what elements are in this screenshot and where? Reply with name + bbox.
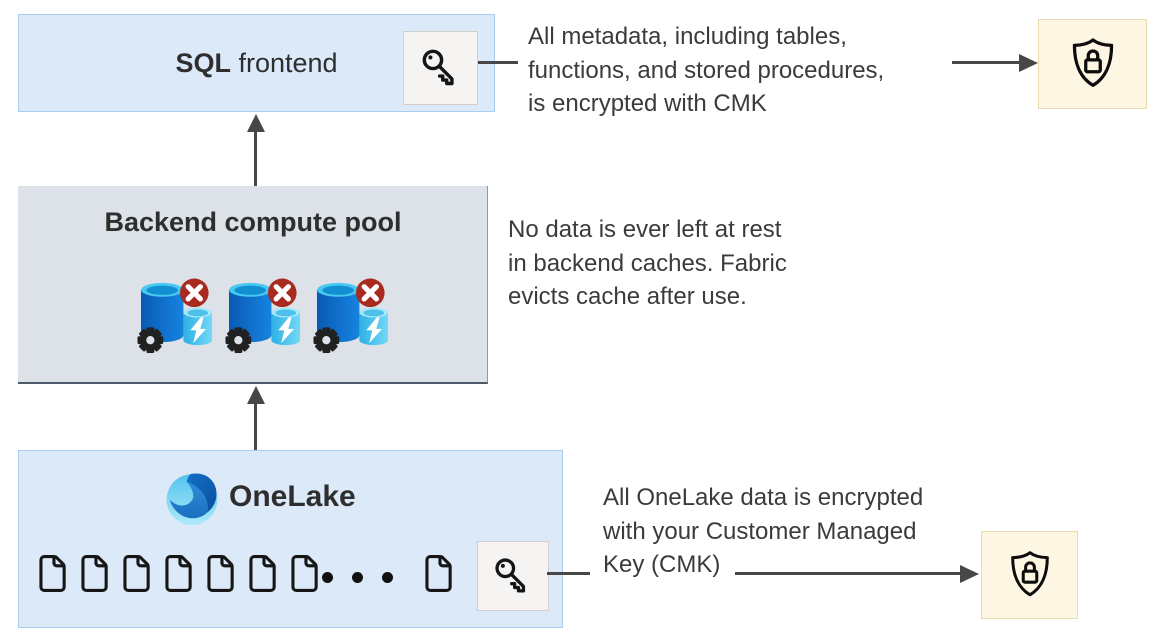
connector-line-sql [478, 61, 518, 64]
sql-frontend-title-strong: SQL [175, 47, 231, 78]
ellipsis-dot [382, 572, 393, 583]
compute-instances-row [136, 277, 395, 354]
onelake-title: OneLake [229, 480, 356, 513]
document-icon [290, 554, 319, 593]
annotation-line: is encrypted with CMK [528, 90, 767, 117]
document-icon [206, 554, 235, 593]
onelake-logo [166, 473, 218, 525]
key-icon [491, 554, 535, 598]
sql-frontend-title-rest: frontend [230, 47, 338, 78]
arrowhead-up-2 [247, 386, 265, 404]
metadata-cmk-annotation: All metadata, including tables, function… [528, 20, 884, 121]
onelake-documents-right [424, 554, 453, 593]
arrowhead-right-top [1019, 54, 1038, 72]
ellipsis-dot [352, 572, 363, 583]
arrowhead-right-bottom [960, 565, 979, 583]
connector-line-to-shield-bottom [735, 572, 961, 575]
shield-lock-icon [1003, 548, 1057, 602]
connector-line-to-shield-top [952, 61, 1020, 64]
annotation-line: with your Customer Managed [603, 517, 917, 545]
sql-frontend-title: SQL frontend [19, 15, 494, 111]
shield-lock-icon [1064, 35, 1122, 93]
database-compute-cache-icon [224, 277, 307, 354]
document-icon [424, 554, 453, 593]
onelake-box [18, 450, 563, 628]
cmk-shield-card-bottom [981, 531, 1078, 619]
document-icon [38, 554, 67, 593]
annotation-line: evicts cache after use. [508, 283, 747, 310]
backend-pool-title: Backend compute pool [104, 207, 402, 237]
arrowhead-up-1 [247, 114, 265, 132]
connector-backend-to-sql [254, 131, 257, 186]
document-icon [164, 554, 193, 593]
document-icon [122, 554, 151, 593]
database-compute-cache-icon [136, 277, 219, 354]
document-icon [80, 554, 109, 593]
onelake-cmk-key-button [477, 541, 549, 611]
connector-onelake-to-backend [254, 403, 257, 450]
annotation-line: All metadata, including tables, [528, 23, 847, 50]
onelake-cmk-annotation: All OneLake data is encrypted with your … [603, 481, 923, 582]
ellipsis-dot [322, 572, 333, 583]
cmk-shield-card-top [1038, 19, 1147, 109]
cache-eviction-annotation: No data is ever left at rest in backend … [508, 213, 787, 314]
annotation-line: No data is ever left at rest [508, 216, 782, 243]
sql-cmk-key-button [403, 31, 478, 105]
annotation-line: All OneLake data is encrypted [603, 484, 924, 511]
database-compute-cache-icon [312, 277, 395, 354]
key-icon [418, 45, 464, 91]
connector-line-onelake [547, 572, 590, 575]
ellipsis-dots [322, 572, 393, 583]
onelake-documents-left [38, 554, 319, 593]
document-icon [248, 554, 277, 593]
annotation-line: in backend caches. Fabric [508, 249, 787, 277]
annotation-line: Key (CMK) [603, 551, 721, 578]
annotation-line: functions, and stored procedures, [528, 56, 885, 84]
